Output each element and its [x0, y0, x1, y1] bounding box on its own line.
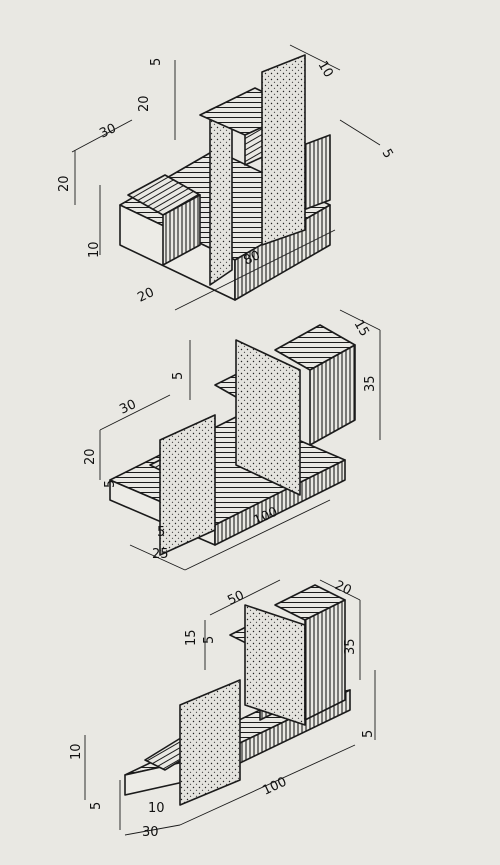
fig1-dim-80: 80: [241, 248, 262, 269]
figure-3: 50 20 15 5 35 5 10 5 10 30 100: [69, 578, 376, 840]
fig3-dim-10-left: 10: [69, 743, 84, 760]
fig1-dim-20-bottom: 20: [135, 285, 156, 306]
fig2-dim-15: 15: [351, 318, 372, 340]
fig3-dim-line: [179, 744, 356, 826]
fig1-back-plane: [261, 54, 306, 246]
figure-2: 15 5 35 30 20 5 5 25 100: [83, 309, 381, 571]
fig2-back-plane: [235, 339, 301, 496]
fig1-dim-line: [71, 119, 133, 153]
fig2-dim-5-bottom: 5: [157, 525, 165, 540]
fig3-dim-line: [124, 824, 181, 836]
fig2-dim-25: 25: [152, 547, 169, 562]
fig3-dim-line: [319, 579, 361, 601]
fig3-section-plane: [179, 679, 241, 806]
fig1-dim-20-mid: 20: [57, 175, 72, 192]
fig3-dim-30: 30: [142, 825, 159, 840]
fig1-dim-10-top: 10: [315, 59, 336, 81]
fig2-base-right: [214, 459, 346, 546]
fig1-left-block-side: [162, 194, 201, 266]
figure-1: 10 5 20 30 5 20 10 80 20: [57, 44, 396, 311]
fig2-top-block-side: [309, 344, 356, 446]
fig3-dim-5-right: 5: [361, 730, 376, 738]
fig2-dim-line: [339, 309, 381, 331]
fig3-dim-line: [209, 579, 281, 616]
fig2-dim-20: 20: [83, 448, 98, 465]
fig1-dim-5-top: 5: [149, 58, 164, 66]
fig3-dim-35: 35: [343, 638, 358, 655]
fig2-section-plane: [159, 414, 216, 556]
fig3-back-plane: [244, 604, 306, 726]
fig3-dim-100: 100: [260, 775, 289, 799]
fig3-dim-5-left: 5: [89, 802, 104, 810]
fig3-dim-20: 20: [332, 578, 353, 599]
fig2-dim-35: 35: [363, 375, 378, 392]
fig3-column-side: [304, 599, 346, 721]
fig2-dim-30: 30: [117, 397, 138, 418]
fig1-dim-line: [289, 44, 341, 71]
fig2-dim-line: [184, 499, 331, 571]
fig1-dim-line: [339, 119, 381, 146]
fig1-dim-20-left: 20: [137, 95, 152, 112]
fig2-dim-5-top: 5: [171, 372, 186, 380]
fig3-dim-15: 15: [184, 629, 199, 646]
fig1-dim-5-right: 5: [379, 147, 396, 162]
fig3-dim-50: 50: [225, 588, 246, 609]
fig2-dim-line: [129, 544, 186, 571]
fig2-dim-5-left: 5: [103, 480, 118, 488]
fig1-dim-10-low: 10: [87, 241, 102, 258]
fig2-dim-line: [99, 394, 171, 431]
fig3-dim-5-top: 5: [202, 636, 217, 644]
fig1-dim-line: [174, 229, 336, 311]
fig3-dim-10-bottom: 10: [148, 801, 165, 816]
fig1-dim-30: 30: [97, 121, 118, 142]
